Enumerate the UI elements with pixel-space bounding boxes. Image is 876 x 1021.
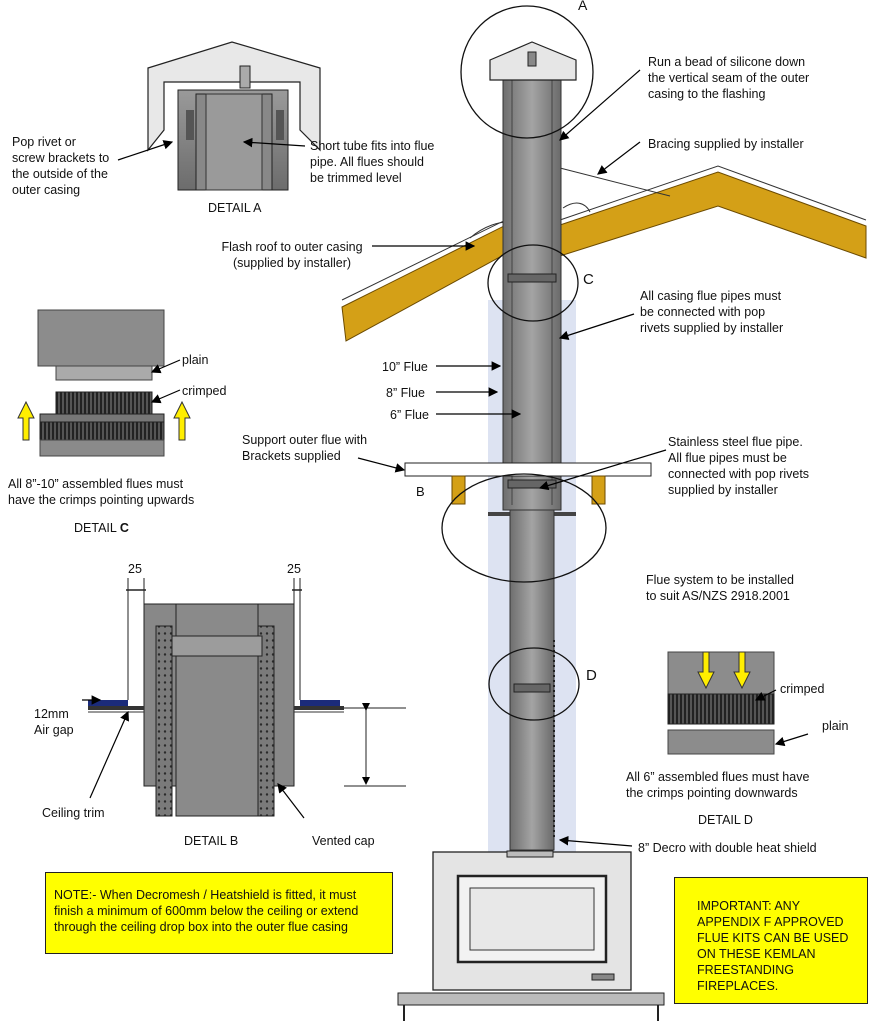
- label-silicone-bead: Run a bead of silicone down the vertical…: [648, 55, 810, 101]
- label-detail-c-text: DETAIL: [74, 521, 120, 535]
- note-decromesh: NOTE:- When Decromesh / Heatshield is fi…: [45, 872, 393, 954]
- roof-top-line: [341, 212, 521, 301]
- detail-a-illustration: [147, 41, 321, 191]
- label-pop-rivet: Pop rivet or screw brackets to the outsi…: [12, 135, 110, 197]
- point-label-a: A: [578, 0, 588, 13]
- down-arrow-right: [733, 651, 751, 690]
- point-label-b: B: [416, 484, 425, 499]
- detail-c-illustration: [17, 309, 191, 457]
- label-standard: Flue system to be installed to suit AS/N…: [646, 573, 794, 603]
- roof-top-line-right: [559, 165, 867, 221]
- leader-lines: [82, 69, 809, 847]
- label-flash-roof: Flash roof to outer casing (supplied by …: [221, 240, 363, 270]
- detail-d-illustration: [667, 651, 775, 755]
- detail-circle-a: [460, 5, 594, 139]
- label-crimps-up: All 8”-10” assembled flues must have the…: [8, 477, 195, 507]
- label-air-gap: 12mm Air gap: [34, 707, 74, 737]
- hearth: [397, 992, 665, 1006]
- up-arrow-right: [173, 400, 191, 441]
- label-flue-10: 10” Flue: [382, 360, 428, 374]
- detail-circle-b: [441, 473, 607, 583]
- label-casing-pipes: All casing flue pipes must be connected …: [640, 289, 784, 335]
- label-dim-left: 25: [128, 562, 142, 576]
- label-detail-c: DETAIL C: [74, 520, 129, 536]
- label-support-outer: Support outer flue with Brackets supplie…: [242, 433, 368, 463]
- label-flue-8: 8” Flue: [386, 386, 425, 400]
- inner-flue-pipe: [509, 509, 555, 851]
- label-bracing: Bracing supplied by installer: [648, 137, 804, 151]
- outer-casing-pipe: [502, 69, 562, 511]
- label-detail-b: DETAIL B: [184, 834, 239, 848]
- label-ceiling-trim: Ceiling trim: [42, 806, 105, 820]
- point-label-c: C: [583, 271, 594, 288]
- label-plain-c: plain: [182, 353, 209, 367]
- label-plain-d: plain: [822, 719, 849, 733]
- label-detail-d: DETAIL D: [698, 813, 753, 827]
- label-crimped-d: crimped: [780, 682, 825, 696]
- roof-right-panel: [559, 171, 867, 259]
- label-detail-a: DETAIL A: [208, 201, 262, 215]
- label-short-tube: Short tube fits into flue pipe. All flue…: [310, 139, 435, 185]
- label-vented-cap: Vented cap: [312, 834, 375, 848]
- detail-circle-d: [488, 647, 580, 721]
- bracing-line: [559, 167, 671, 197]
- label-dim-right: 25: [287, 562, 301, 576]
- detail-circle-c: [487, 244, 579, 322]
- label-crimped-c: crimped: [182, 384, 227, 398]
- up-arrow-left: [17, 400, 35, 441]
- label-crimps-down: All 6” assembled flues must have the cri…: [626, 770, 810, 800]
- label-decro: 8” Decro with double heat shield: [638, 841, 817, 855]
- label-detail-c-letter: C: [119, 521, 129, 535]
- point-label-d: D: [586, 667, 597, 684]
- note-important: IMPORTANT: ANY APPENDIX F APPROVED FLUE …: [674, 877, 868, 1004]
- detail-b-illustration: [88, 578, 406, 817]
- label-flue-6: 6” Flue: [390, 408, 429, 422]
- down-arrow-left: [697, 651, 715, 690]
- label-stainless: Stainless steel flue pipe. All flue pipe…: [668, 435, 810, 497]
